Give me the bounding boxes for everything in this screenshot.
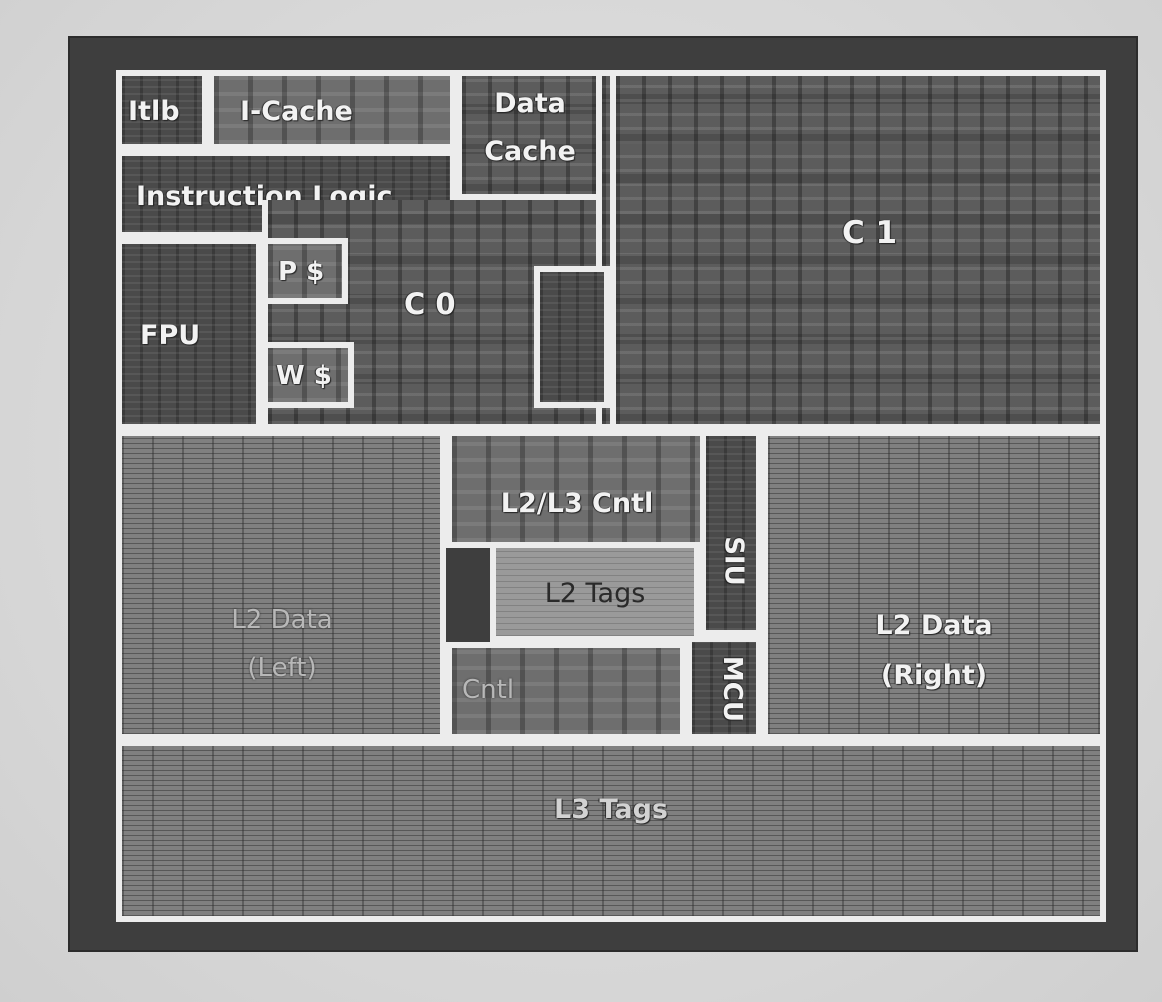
p-cache-label: P $ — [278, 257, 325, 287]
fpu-block: FPU — [116, 238, 262, 430]
l2-tags-block: L2 Tags — [490, 542, 700, 642]
itlb-block: Itlb — [116, 70, 208, 150]
p-cache-block: P $ — [262, 238, 348, 304]
l2-data-right-label-line2: (Right) — [880, 660, 988, 691]
fpu-label: FPU — [140, 320, 201, 351]
core0-label: C 0 — [404, 287, 456, 321]
l2-data-left-label-line2: (Left) — [247, 653, 317, 683]
l2-data-right-label-line1: L2 Data — [875, 610, 993, 641]
w-cache-block: W $ — [262, 342, 354, 408]
l2-l3-cntl-label: L2/L3 Cntl — [500, 488, 654, 519]
core1-label: C 1 — [842, 215, 898, 251]
data-cache-block: Data Cache — [456, 70, 602, 200]
lower-cntl-block: Cntl — [446, 642, 686, 740]
i-cache-block: I-Cache — [208, 70, 456, 150]
i-cache-label: I-Cache — [240, 96, 353, 127]
mcu-block: MCU — [686, 636, 762, 740]
l2-data-right-block: L2 Data (Right) — [762, 430, 1106, 740]
l3-tags-block: L3 Tags — [116, 740, 1106, 922]
core1-block: C 1 — [610, 70, 1106, 430]
w-cache-label: W $ — [276, 361, 332, 391]
die-substrate: Itlb I-Cache Data Cache Instruction Logi… — [70, 38, 1136, 950]
l2-tags-label: L2 Tags — [544, 578, 646, 609]
lower-cntl-label: Cntl — [462, 675, 515, 705]
data-cache-label-line2: Cache — [484, 136, 576, 167]
l2-l3-cntl-block: L2/L3 Cntl — [446, 430, 708, 548]
core0-datapath-block — [534, 266, 610, 408]
data-cache-label-line1: Data — [494, 88, 566, 119]
l2-data-left-block: L2 Data (Left) — [116, 430, 446, 740]
l2-data-left-label-line1: L2 Data — [231, 605, 333, 635]
itlb-label: Itlb — [128, 96, 180, 127]
l3-tags-label: L3 Tags — [554, 794, 668, 825]
mcu-label: MCU — [716, 655, 747, 722]
siu-label: SIU — [718, 536, 749, 586]
siu-block: SIU — [700, 430, 762, 636]
